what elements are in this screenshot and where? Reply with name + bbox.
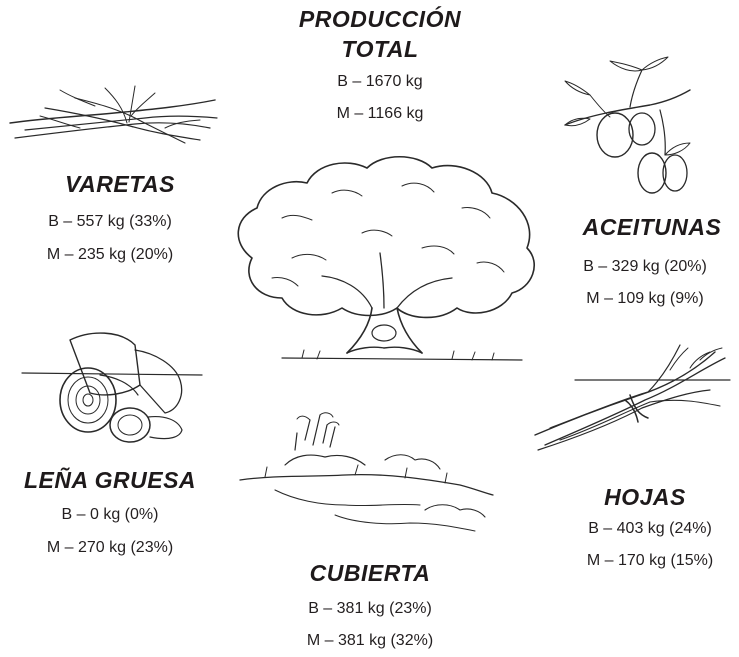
produccion-total-title-line2: TOTAL (341, 36, 419, 62)
hojas-title: HOJAS (604, 484, 686, 510)
aceitunas-m-value: M – 109 kg (9%) (586, 290, 704, 307)
produccion-total-b-value: B – 1670 kg (337, 73, 423, 90)
varetas-m-value: M – 235 kg (20%) (46, 246, 174, 263)
olives-icon (564, 56, 691, 194)
cubierta-m-value: M – 381 kg (32%) (306, 632, 434, 649)
aceitunas-b-value: B – 329 kg (20%) (583, 258, 707, 275)
varetas-b-value: B – 557 kg (33%) (48, 213, 172, 230)
lena-gruesa-b-value: B – 0 kg (0%) (61, 506, 159, 523)
lena-gruesa-m-value: M – 270 kg (23%) (46, 539, 174, 556)
ground-cover-icon (239, 412, 494, 532)
produccion-total-m-value: M – 1166 kg (336, 105, 424, 122)
hojas-m-value: M – 170 kg (15%) (586, 552, 714, 569)
produccion-total-title-line1: PRODUCCIÓN (298, 6, 462, 32)
olive-tree-icon (237, 156, 536, 361)
cubierta-b-value: B – 381 kg (23%) (308, 600, 432, 617)
logs-icon (21, 332, 203, 443)
varetas-title: VARETAS (65, 171, 175, 197)
hojas-b-value: B – 403 kg (24%) (588, 520, 712, 537)
cubierta-title: CUBIERTA (309, 560, 431, 586)
twigs-icon (9, 85, 218, 144)
lena-gruesa-title: LEÑA GRUESA (23, 467, 197, 493)
leaf-bundle-icon (534, 344, 731, 451)
aceitunas-title: ACEITUNAS (582, 214, 722, 240)
